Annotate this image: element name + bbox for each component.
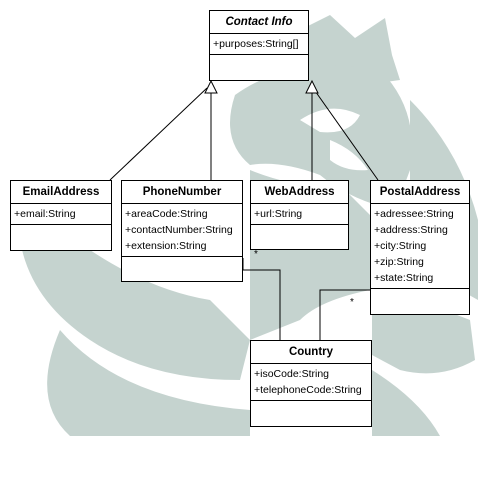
- attribute: +extension:String: [125, 240, 207, 252]
- operations-compartment: [251, 225, 348, 293]
- class-web-address[interactable]: WebAddress +url:String: [250, 180, 349, 250]
- class-email-address[interactable]: EmailAddress +email:String: [10, 180, 112, 251]
- operations-compartment: [11, 225, 111, 294]
- operations-compartment: [251, 401, 371, 486]
- attributes-compartment: +email:String: [11, 204, 111, 225]
- attribute: +city:String: [374, 240, 427, 252]
- class-name: PostalAddress: [371, 181, 469, 204]
- class-country[interactable]: Country +isoCode:String +telephoneCode:S…: [250, 340, 372, 427]
- operations-compartment: [210, 55, 308, 124]
- class-postal-address[interactable]: PostalAddress +adressee:String +address:…: [370, 180, 470, 315]
- class-name: PhoneNumber: [122, 181, 242, 204]
- inherit-arrowhead: [305, 79, 319, 94]
- multiplicity-phone-country: *: [254, 249, 258, 260]
- attributes-compartment: +adressee:String +address:String +city:S…: [371, 204, 469, 289]
- attribute: +address:String: [374, 224, 448, 236]
- generalization-arrowheads: [204, 79, 319, 94]
- attribute: +areaCode:String: [125, 208, 208, 220]
- class-name: EmailAddress: [11, 181, 111, 204]
- operations-compartment: [122, 257, 242, 357]
- attribute: +url:String: [254, 208, 303, 220]
- generalization-lines: [109, 87, 379, 181]
- attribute: +state:String: [374, 272, 434, 284]
- attribute: +email:String: [14, 208, 76, 220]
- class-name: WebAddress: [251, 181, 348, 204]
- attributes-compartment: +areaCode:String +contactNumber:String +…: [122, 204, 242, 257]
- attributes-compartment: +isoCode:String +telephoneCode:String: [251, 364, 371, 401]
- attribute: +isoCode:String: [254, 368, 330, 380]
- class-name: Country: [251, 341, 371, 364]
- attribute: +adressee:String: [374, 208, 454, 220]
- attributes-compartment: +url:String: [251, 204, 348, 225]
- attribute: +purposes:String[]: [213, 38, 299, 50]
- operations-compartment: [371, 289, 469, 422]
- attributes-compartment: +purposes:String[]: [210, 34, 308, 55]
- class-name: Contact Info: [210, 11, 308, 34]
- association-lines: [242, 258, 372, 340]
- mascot-face: [300, 108, 368, 171]
- class-contact-info[interactable]: Contact Info +purposes:String[]: [209, 10, 309, 81]
- class-phone-number[interactable]: PhoneNumber +areaCode:String +contactNum…: [121, 180, 243, 282]
- multiplicity-postal-country: *: [350, 297, 354, 308]
- attribute: +contactNumber:String: [125, 224, 233, 236]
- attribute: +zip:String: [374, 256, 424, 268]
- attribute: +telephoneCode:String: [254, 384, 362, 396]
- inherit-arrowhead: [204, 79, 218, 94]
